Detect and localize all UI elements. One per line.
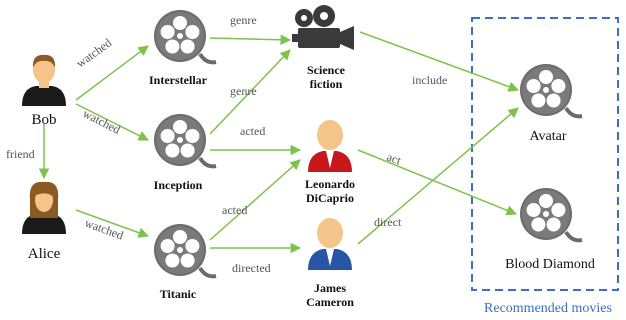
film-reel-icon (152, 112, 218, 169)
edge-label-include: include (412, 73, 447, 87)
movie-camera-icon (292, 5, 354, 50)
film-reel-icon (152, 8, 218, 65)
edge-alice-titanic (75, 209, 149, 238)
node-label-inception: Inception (154, 178, 203, 192)
edges (38, 31, 519, 254)
node-label-titanic: Titanic (160, 287, 197, 301)
edge-interstellar-scifi (209, 34, 292, 46)
node-label-dicaprio: DiCaprio (306, 191, 354, 205)
node-label-alice: Alice (28, 246, 61, 262)
edge-label-friend: friend (6, 147, 35, 161)
node-label-fiction: fiction (310, 77, 343, 91)
person-red-icon (308, 120, 352, 172)
edge-label-watched-inception: watched (81, 106, 123, 137)
node-label-blood-diamond: Blood Diamond (505, 257, 595, 272)
node-label-avatar: Avatar (529, 129, 566, 144)
film-reel-icon (518, 186, 584, 243)
edge-bob-inception (75, 103, 149, 141)
edge-james-avatar (357, 107, 519, 245)
recommended-group-box (471, 17, 619, 291)
edge-label-directed: directed (232, 261, 271, 275)
user-woman-icon (22, 181, 66, 234)
node-label-science: Science (307, 63, 346, 77)
node-label-james: James (314, 281, 346, 295)
group-caption-recommended: Recommended movies (484, 301, 612, 316)
edge-label-act: act (385, 150, 404, 168)
film-reel-icon (518, 62, 584, 119)
node-label-bob: Bob (31, 112, 56, 128)
edge-label-watched-interstellar: watched (74, 36, 115, 71)
edge-label-genre-inception: genre (230, 84, 257, 98)
edge-titanic-leonardo (209, 159, 301, 241)
edge-scifi-avatar (359, 31, 519, 92)
edge-label-acted-titanic: acted (222, 203, 247, 217)
edge-label-acted-inception: acted (240, 124, 265, 138)
edge-label-direct: direct (374, 215, 402, 229)
node-label-interstellar: Interstellar (149, 73, 208, 87)
film-reel-icon (152, 222, 218, 279)
edge-leonardo-blooddiamond (357, 149, 517, 216)
edge-label-genre-interstellar: genre (230, 13, 257, 27)
user-man-icon (22, 54, 66, 106)
edge-inception-scifi (209, 49, 291, 135)
node-label-leonardo: Leonardo (305, 177, 355, 191)
node-label-cameron: Cameron (306, 295, 354, 309)
person-blue-icon (308, 218, 352, 270)
edge-bob-interstellar (75, 45, 149, 101)
